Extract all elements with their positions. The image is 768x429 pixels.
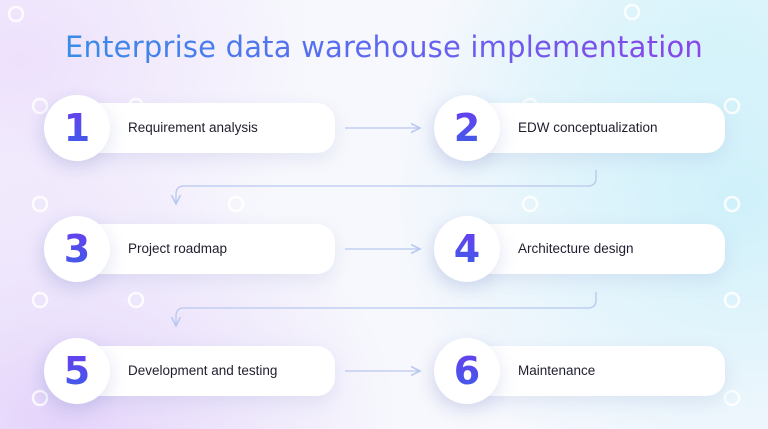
step-number-1: 1 [63, 106, 91, 150]
step-label-4: Architecture design [518, 241, 634, 256]
step-number-3: 3 [63, 227, 91, 271]
step-badge-4: 4 [434, 216, 500, 282]
step-label-3: Project roadmap [128, 241, 228, 256]
page-title: Enterprise data warehouse implementation [65, 30, 703, 64]
step-label-6: Maintenance [518, 363, 596, 378]
step-number-2: 2 [453, 106, 481, 150]
step-number-6: 6 [453, 349, 481, 393]
step-badge-1: 1 [44, 95, 110, 161]
arrow-2-to-3 [176, 170, 597, 204]
step-badge-2: 2 [434, 95, 500, 161]
step-badge-5: 5 [44, 338, 110, 404]
step-number-5: 5 [63, 349, 91, 393]
arrow-4-to-5 [176, 292, 597, 326]
step-badge-3: 3 [44, 216, 110, 282]
step-number-4: 4 [453, 227, 481, 271]
step-label-2: EDW conceptualization [518, 120, 658, 135]
step-label-5: Development and testing [128, 363, 278, 378]
step-badge-6: 6 [434, 338, 500, 404]
step-label-1: Requirement analysis [128, 120, 258, 135]
